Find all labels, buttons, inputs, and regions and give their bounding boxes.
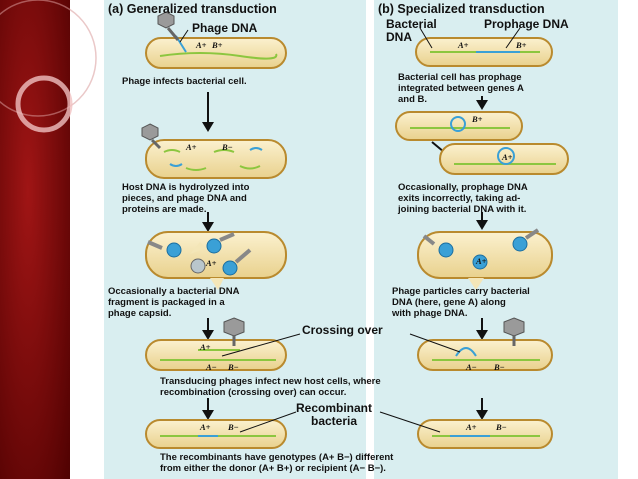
right-cell-5 bbox=[417, 419, 553, 449]
left-arrow-2 bbox=[202, 212, 214, 232]
caption-right-3: Phage particles carry bacterial DNA (her… bbox=[392, 286, 530, 319]
gene-label: A+ bbox=[186, 142, 197, 152]
label-crossing-over: Crossing over bbox=[302, 323, 383, 337]
decorative-ring-small bbox=[15, 75, 73, 133]
caption-left-1: Phage infects bacterial cell. bbox=[122, 76, 247, 87]
right-arrow-3 bbox=[476, 318, 488, 340]
recombinant-line-right bbox=[379, 411, 441, 433]
gene-label: B− bbox=[222, 142, 233, 152]
gene-label: A+ bbox=[206, 258, 217, 268]
left-arrow-1 bbox=[202, 92, 214, 132]
caption-right-1: Bacterial cell has prophage integrated b… bbox=[398, 72, 524, 105]
right-arrow-2 bbox=[476, 212, 488, 230]
phage-on-cell-2 bbox=[141, 123, 162, 150]
label-prophage-dna: Prophage DNA bbox=[484, 17, 569, 31]
panel-divider bbox=[366, 0, 374, 479]
gene-label: A+ bbox=[196, 40, 207, 50]
gene-label: A+ bbox=[476, 256, 487, 266]
right-cell-2 bbox=[395, 111, 523, 141]
right-cell-2b bbox=[439, 143, 569, 175]
transducing-phage-left bbox=[223, 317, 245, 346]
left-cell-5 bbox=[145, 419, 287, 449]
title-specialized: (b) Specialized transduction bbox=[378, 2, 545, 16]
gene-label: B+ bbox=[472, 114, 483, 124]
gene-label: A+ bbox=[458, 40, 469, 50]
left-cell-1 bbox=[145, 35, 287, 69]
gene-label: A+ bbox=[466, 422, 477, 432]
phage-dna-pointer bbox=[179, 29, 189, 43]
left-arrow-3 bbox=[202, 318, 214, 340]
right-cell-4 bbox=[417, 339, 553, 371]
gene-label: B− bbox=[228, 422, 239, 432]
left-cell-3 bbox=[145, 231, 287, 290]
decorative-ring-large bbox=[0, 0, 97, 117]
sidebar-background bbox=[0, 0, 70, 479]
label-bacterial-dna: Bacterial DNA bbox=[386, 17, 437, 44]
caption-left-2: Host DNA is hydrolyzed into pieces, and … bbox=[122, 182, 250, 215]
phage-particles bbox=[147, 232, 252, 276]
caption-shared-1: Transducing phages infect new host cells… bbox=[160, 376, 381, 398]
label-phage-dna: Phage DNA bbox=[192, 21, 258, 35]
label-recombinant: Recombinant bacteria bbox=[296, 401, 373, 428]
gene-label: A+ bbox=[200, 422, 211, 432]
crossing-over-line-right bbox=[409, 333, 461, 353]
title-generalized: (a) Generalized transduction bbox=[108, 2, 277, 16]
gene-label: A− bbox=[466, 362, 477, 372]
gene-label: B− bbox=[496, 422, 507, 432]
caption-right-2: Occasionally, prophage DNA exits incorre… bbox=[398, 182, 528, 215]
specialized-phage-particles bbox=[422, 228, 540, 270]
transducing-phage-right bbox=[503, 317, 525, 346]
right-arrow-4 bbox=[476, 398, 488, 420]
gene-label: B− bbox=[494, 362, 505, 372]
caption-shared-2: The recombinants have genotypes (A+ B−) … bbox=[160, 452, 394, 474]
left-arrow-4 bbox=[202, 398, 214, 420]
caption-left-3: Occasionally a bacterial DNA fragment is… bbox=[108, 286, 240, 319]
gene-label: A+ bbox=[200, 342, 211, 352]
gene-label: B− bbox=[228, 362, 239, 372]
left-cell-2 bbox=[145, 139, 287, 179]
bacterial-dna-pointer bbox=[419, 27, 433, 49]
phage-infecting bbox=[157, 11, 180, 41]
recombinant-line-left bbox=[239, 411, 297, 433]
gene-label: A− bbox=[206, 362, 217, 372]
crossing-over-line-left bbox=[221, 333, 301, 357]
right-cell-1 bbox=[415, 37, 553, 67]
gene-label: B+ bbox=[212, 40, 223, 50]
prophage-pointer bbox=[505, 27, 521, 49]
gene-label: A+ bbox=[502, 152, 513, 162]
gene-label: B+ bbox=[516, 40, 527, 50]
right-arrow-1 bbox=[476, 96, 488, 110]
